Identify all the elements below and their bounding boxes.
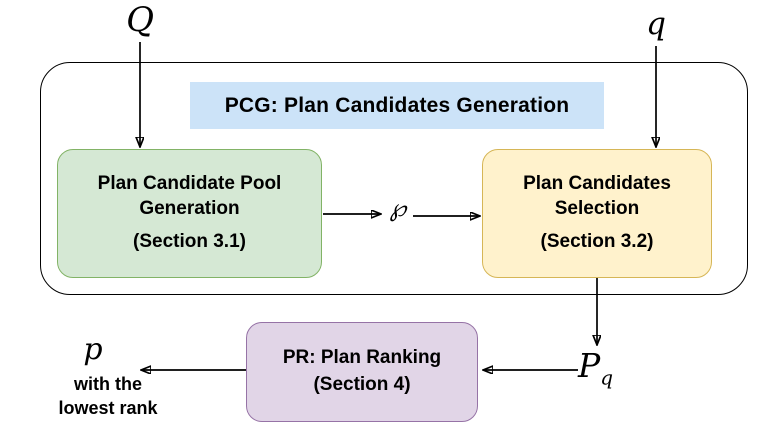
node-title-line: Generation [139, 197, 240, 219]
node-title: PR: Plan Ranking [282, 347, 442, 369]
node-section-label: (Section 4) [313, 374, 411, 395]
edge-label-query-q: q [646, 6, 666, 42]
pcg-group-outline [40, 62, 748, 295]
pcg-group-header: PCG: Plan Candidates Generation [190, 82, 604, 129]
node-section-label: (Section 3.1) [133, 231, 246, 253]
node-plan-candidates-selection: Plan Candidates Selection (Section 3.2) [482, 149, 712, 278]
Pq-main: P [578, 346, 601, 385]
node-title: Plan Candidate Pool Generation [98, 172, 282, 221]
node-title-line: Plan Candidate Pool [97, 172, 282, 194]
Pq-subscript: q [600, 365, 614, 390]
node-section-label: (Section 3.2) [540, 231, 654, 253]
node-plan-candidate-pool-generation: Plan Candidate Pool Generation (Section … [57, 149, 322, 278]
edge-label-query-workload-Q: Q [126, 0, 154, 40]
node-plan-ranking: PR: Plan Ranking (Section 4) [246, 322, 478, 422]
edge-label-selected-plans-Pq: Pq [578, 346, 613, 390]
node-title-line: Selection [554, 197, 640, 219]
output-note-line: lowest rank [58, 398, 158, 419]
output-note-line: with the [74, 374, 142, 394]
output-plan-note: with the lowest rank [28, 372, 188, 421]
output-label-plan-p: p [83, 332, 103, 367]
node-title: Plan Candidates Selection [523, 172, 671, 221]
node-title-line: Plan Candidates [523, 172, 671, 194]
edge-label-candidate-pool-script-P: ℘ [389, 194, 407, 222]
